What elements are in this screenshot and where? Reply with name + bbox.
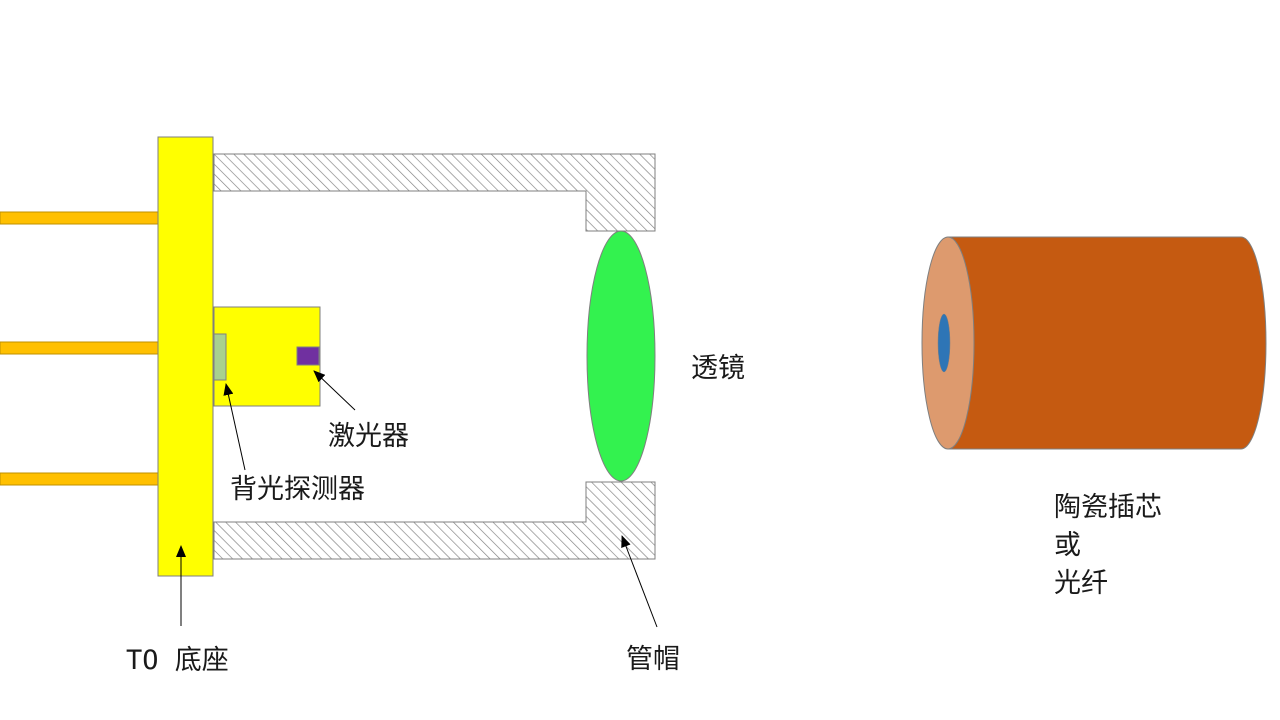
label-ferrule-line2: 或: [1054, 530, 1081, 561]
label-cap: 管帽: [626, 644, 680, 675]
arrow-back-detector: [223, 383, 246, 471]
label-lens: 透镜: [691, 353, 745, 384]
cap-upper: [213, 153, 656, 232]
back-detector: [213, 333, 227, 381]
cap-lower: [213, 481, 656, 560]
ferrule-body: [947, 236, 1267, 450]
label-laser: 激光器: [328, 421, 409, 452]
label-to-base: TO 底座: [126, 645, 229, 676]
arrow-laser: [313, 370, 356, 411]
arrow-cap: [621, 535, 658, 628]
pin-bottom: [0, 472, 159, 486]
label-back-detector: 背光探测器: [230, 474, 365, 505]
pin-middle: [0, 341, 159, 355]
to-base: [157, 136, 214, 577]
label-ferrule-line1: 陶瓷插芯: [1054, 492, 1162, 523]
laser-chip: [296, 346, 320, 366]
label-ferrule-line3: 光纤: [1054, 568, 1108, 599]
pin-top: [0, 211, 159, 225]
lens: [586, 230, 656, 482]
fiber-core: [937, 313, 951, 373]
